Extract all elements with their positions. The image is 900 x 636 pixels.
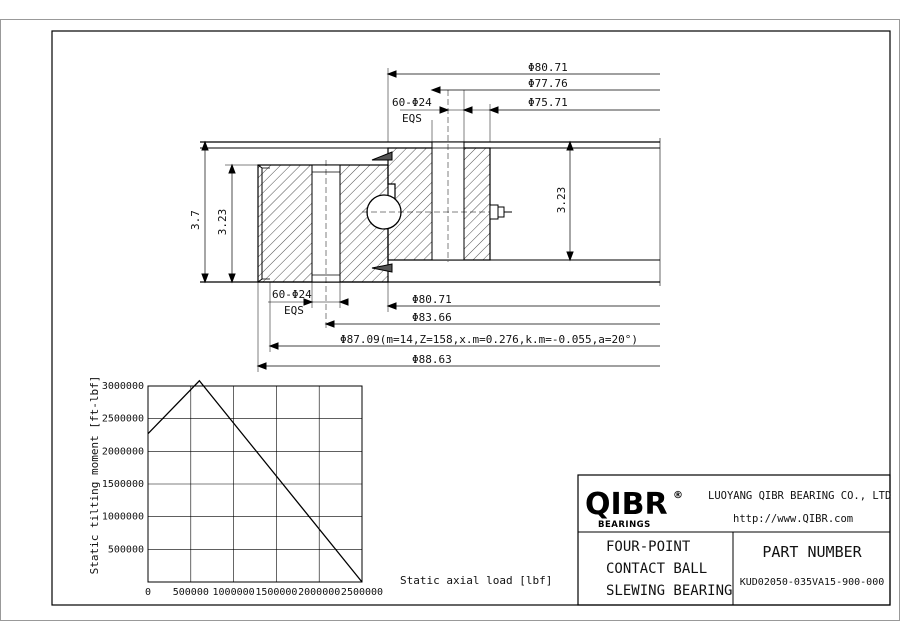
bearing-section bbox=[200, 90, 661, 330]
chart-x-tick-label: 2000000 bbox=[298, 587, 340, 598]
desc-line-3: SLEWING BEARING bbox=[606, 583, 732, 599]
dim-bottom-2: Φ83.66 bbox=[412, 311, 452, 324]
chart-y-tick-label: 1000000 bbox=[102, 512, 144, 523]
company-logo: QIBR ® BEARINGS bbox=[585, 487, 683, 530]
holes-top-label: 60-Φ24 bbox=[392, 96, 432, 109]
dim-top-1: Φ80.71 bbox=[528, 61, 568, 74]
top-dimensions bbox=[386, 68, 660, 142]
dim-height-ring: 3.23 bbox=[216, 209, 229, 236]
desc-line-1: FOUR-POINT bbox=[606, 539, 691, 555]
chart-y-tick-label: 3000000 bbox=[102, 381, 144, 392]
dim-bottom-1: Φ80.71 bbox=[412, 293, 452, 306]
chart-series-line bbox=[147, 379, 363, 583]
company-url: http://www.QIBR.com bbox=[733, 513, 853, 525]
desc-line-2: CONTACT BALL bbox=[606, 561, 707, 577]
part-number-value: KUD02050-035VA15-900-000 bbox=[740, 577, 885, 588]
svg-text:BEARINGS: BEARINGS bbox=[598, 520, 651, 530]
chart-x-tick-label: 1500000 bbox=[255, 587, 297, 598]
chart-y-tick-label: 500000 bbox=[108, 544, 144, 555]
bottom-seal bbox=[371, 263, 393, 273]
holes-bottom-label: 60-Φ24 bbox=[272, 288, 312, 301]
holes-top-eqs: EQS bbox=[402, 112, 422, 125]
chart-x-tick-label: 2500000 bbox=[341, 587, 383, 598]
top-seal bbox=[371, 151, 393, 161]
grease-nipple bbox=[489, 204, 512, 220]
holes-bottom-eqs: EQS bbox=[284, 304, 304, 317]
chart-y-tick-label: 2000000 bbox=[102, 446, 144, 457]
chart-x-tick-label: 500000 bbox=[173, 587, 209, 598]
company-name: LUOYANG QIBR BEARING CO., LTD bbox=[708, 490, 891, 502]
dim-top-2: Φ77.76 bbox=[528, 77, 568, 90]
svg-text:®: ® bbox=[673, 490, 683, 501]
chart-y-tick-label: 1500000 bbox=[102, 479, 144, 490]
svg-text:QIBR: QIBR bbox=[585, 487, 668, 522]
chart-xlabel: Static axial load [lbf] bbox=[400, 574, 552, 587]
chart-x-tick-label: 0 bbox=[145, 587, 151, 598]
title-block bbox=[577, 474, 891, 606]
bottom-dimensions bbox=[256, 282, 660, 372]
dim-bottom-4: Φ88.63 bbox=[412, 353, 452, 366]
chart-ylabel: Static tilting moment [ft-lbf] bbox=[88, 376, 101, 575]
dim-bottom-3: Φ87.09(m=14,Z=158,x.m=0.276,k.m=-0.055,a… bbox=[340, 333, 638, 346]
part-number-header: PART NUMBER bbox=[762, 543, 862, 561]
chart-y-tick-label: 2500000 bbox=[102, 414, 144, 425]
dim-height-right: 3.23 bbox=[555, 187, 568, 214]
chart-x-tick-label: 1000000 bbox=[213, 587, 255, 598]
dim-top-3: Φ75.71 bbox=[528, 96, 568, 109]
dim-height-outer: 3.7 bbox=[189, 210, 202, 230]
drawing-border bbox=[51, 30, 891, 606]
